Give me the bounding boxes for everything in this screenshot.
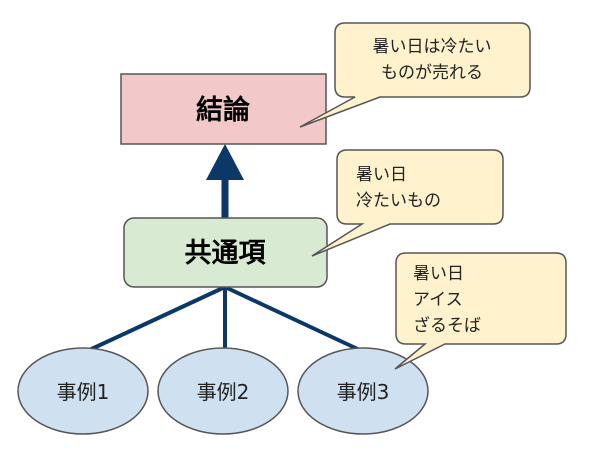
callout-case-3: 暑い日 アイス ざるそば <box>394 252 567 370</box>
case-node-2: 事例2 <box>157 347 289 435</box>
up-arrow-icon <box>206 144 244 218</box>
callout-common-line-2: 冷たいもの <box>356 191 441 211</box>
callout-case-3-line-2: アイス <box>413 290 463 310</box>
callout-case-3-line-3: ざるそば <box>413 315 481 336</box>
callout-common: 暑い日 冷たいもの <box>311 149 504 257</box>
common-label: 共通項 <box>185 238 267 269</box>
callout-conclusion-line-1: 暑い日は冷たい <box>373 37 492 57</box>
conclusion-label: 結論 <box>196 94 250 126</box>
case-label-2: 事例2 <box>197 380 250 404</box>
connector-case-3 <box>224 285 365 354</box>
case-node-1: 事例1 <box>17 347 149 435</box>
callout-conclusion-line-2: ものが売れる <box>381 63 483 83</box>
case-label-3: 事例3 <box>337 380 390 404</box>
case-label-1: 事例1 <box>57 380 110 404</box>
common-node: 共通項 <box>123 217 328 288</box>
callout-common-line-1: 暑い日 <box>356 165 407 185</box>
case-connectors <box>84 285 365 354</box>
conclusion-node: 結論 <box>120 73 327 145</box>
connector-case-1 <box>84 285 226 354</box>
callout-conclusion: 暑い日は冷たい ものが売れる <box>299 22 531 128</box>
callout-case-3-line-1: 暑い日 <box>413 264 464 284</box>
